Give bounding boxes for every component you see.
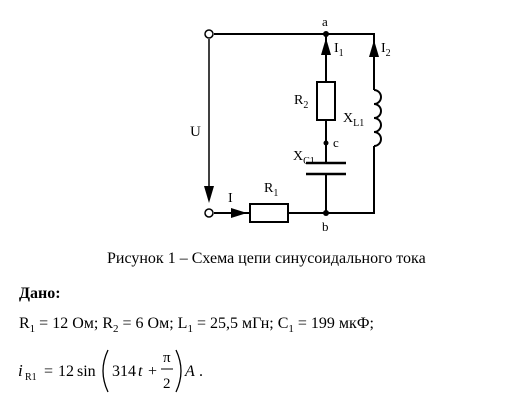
param-r1: R1 = 12 Ом; xyxy=(19,315,103,336)
label-r1-base: R xyxy=(264,181,274,196)
param-l1: L1 = 25,5 мГн; xyxy=(177,315,278,336)
param-r2-value: = 6 Ом; xyxy=(118,315,178,332)
param-r1-value: = 12 Ом; xyxy=(35,315,103,332)
node-dot-a xyxy=(323,31,329,37)
formula-func: sin xyxy=(77,363,96,380)
formula-var: i xyxy=(18,361,23,380)
formula-paren-right xyxy=(175,349,182,393)
given-parameters: R1 = 12 Ом; R2 = 6 Ом; L1 = 25,5 мГн; C1… xyxy=(19,315,374,335)
source-label-u: U xyxy=(190,124,201,140)
label-xl1: XL1 xyxy=(343,111,364,129)
wire-right-bottom xyxy=(326,146,375,214)
inductor-xl1 xyxy=(373,89,382,147)
current-label-i: I xyxy=(228,191,233,206)
circuit-diagram: a c b U I I1 I2 R2 XL1 XC1 R1 xyxy=(190,14,391,234)
voltage-arrow-head xyxy=(204,186,214,203)
param-r2-sub: 2 xyxy=(113,323,119,336)
current-i2-base: I xyxy=(381,41,386,56)
resistor-r1 xyxy=(249,203,289,223)
param-l1-value: = 25,5 мГн; xyxy=(192,315,278,332)
given-heading: Дано: xyxy=(19,285,61,302)
label-xc1-base: X xyxy=(293,149,303,164)
formula-t: t xyxy=(138,363,143,380)
param-c1-value: = 199 мкФ; xyxy=(293,315,374,332)
param-r2-name: R xyxy=(102,315,113,332)
resistor-r2 xyxy=(316,81,336,121)
label-xl1-base: X xyxy=(343,111,353,126)
node-dot-b xyxy=(323,210,329,216)
param-r2: R2 = 6 Ом; xyxy=(102,315,178,336)
label-xc1: XC1 xyxy=(293,149,315,167)
label-r2: R2 xyxy=(294,93,308,111)
figure-caption: Рисунок 1 – Схема цепи синусоидального т… xyxy=(107,250,426,267)
label-r1: R1 xyxy=(264,181,278,199)
node-label-a: a xyxy=(322,14,328,29)
current-i2-arrow-head xyxy=(369,40,379,57)
param-r1-name: R xyxy=(19,315,30,332)
label-xc1-sub: C1 xyxy=(303,156,315,167)
current-label-i2: I2 xyxy=(381,41,391,59)
terminal-top xyxy=(204,29,214,39)
formula-omega: 314 xyxy=(112,363,136,380)
formula-sub: R1 xyxy=(25,372,37,383)
param-l1-name: L xyxy=(177,315,188,332)
terminal-bottom xyxy=(204,208,214,218)
current-i2-sub: 2 xyxy=(386,48,391,59)
formula-unit: A xyxy=(184,363,195,380)
formula-paren-left xyxy=(102,349,109,393)
wire-top xyxy=(214,33,375,90)
param-l1-sub: 1 xyxy=(187,323,193,336)
label-r2-sub: 2 xyxy=(303,100,308,111)
label-r1-sub: 1 xyxy=(273,188,278,199)
formula-pi: π xyxy=(163,350,171,366)
label-r2-base: R xyxy=(294,93,304,108)
node-dot-c xyxy=(323,140,329,146)
current-label-i1: I1 xyxy=(334,41,344,59)
node-label-b: b xyxy=(322,219,329,234)
current-formula: i R1 = 12 sin 314 t + π 2 A . xyxy=(18,349,203,393)
param-c1-sub: 1 xyxy=(288,323,294,336)
formula-den: 2 xyxy=(163,376,171,392)
param-c1: C1 = 199 мкФ; xyxy=(277,315,374,336)
current-i1-sub: 1 xyxy=(339,48,344,59)
current-i1-arrow-head xyxy=(321,38,331,55)
param-c1-name: C xyxy=(277,315,289,332)
formula-eq: = xyxy=(44,363,53,380)
label-xl1-sub: L1 xyxy=(353,118,364,129)
formula-plus: + xyxy=(148,363,157,380)
current-i1-base: I xyxy=(334,41,339,56)
current-i-arrow-head xyxy=(231,208,247,218)
node-label-c: c xyxy=(333,135,339,150)
formula-end: . xyxy=(199,363,203,380)
formula-amp: 12 xyxy=(58,363,74,380)
param-r1-sub: 1 xyxy=(29,323,36,336)
